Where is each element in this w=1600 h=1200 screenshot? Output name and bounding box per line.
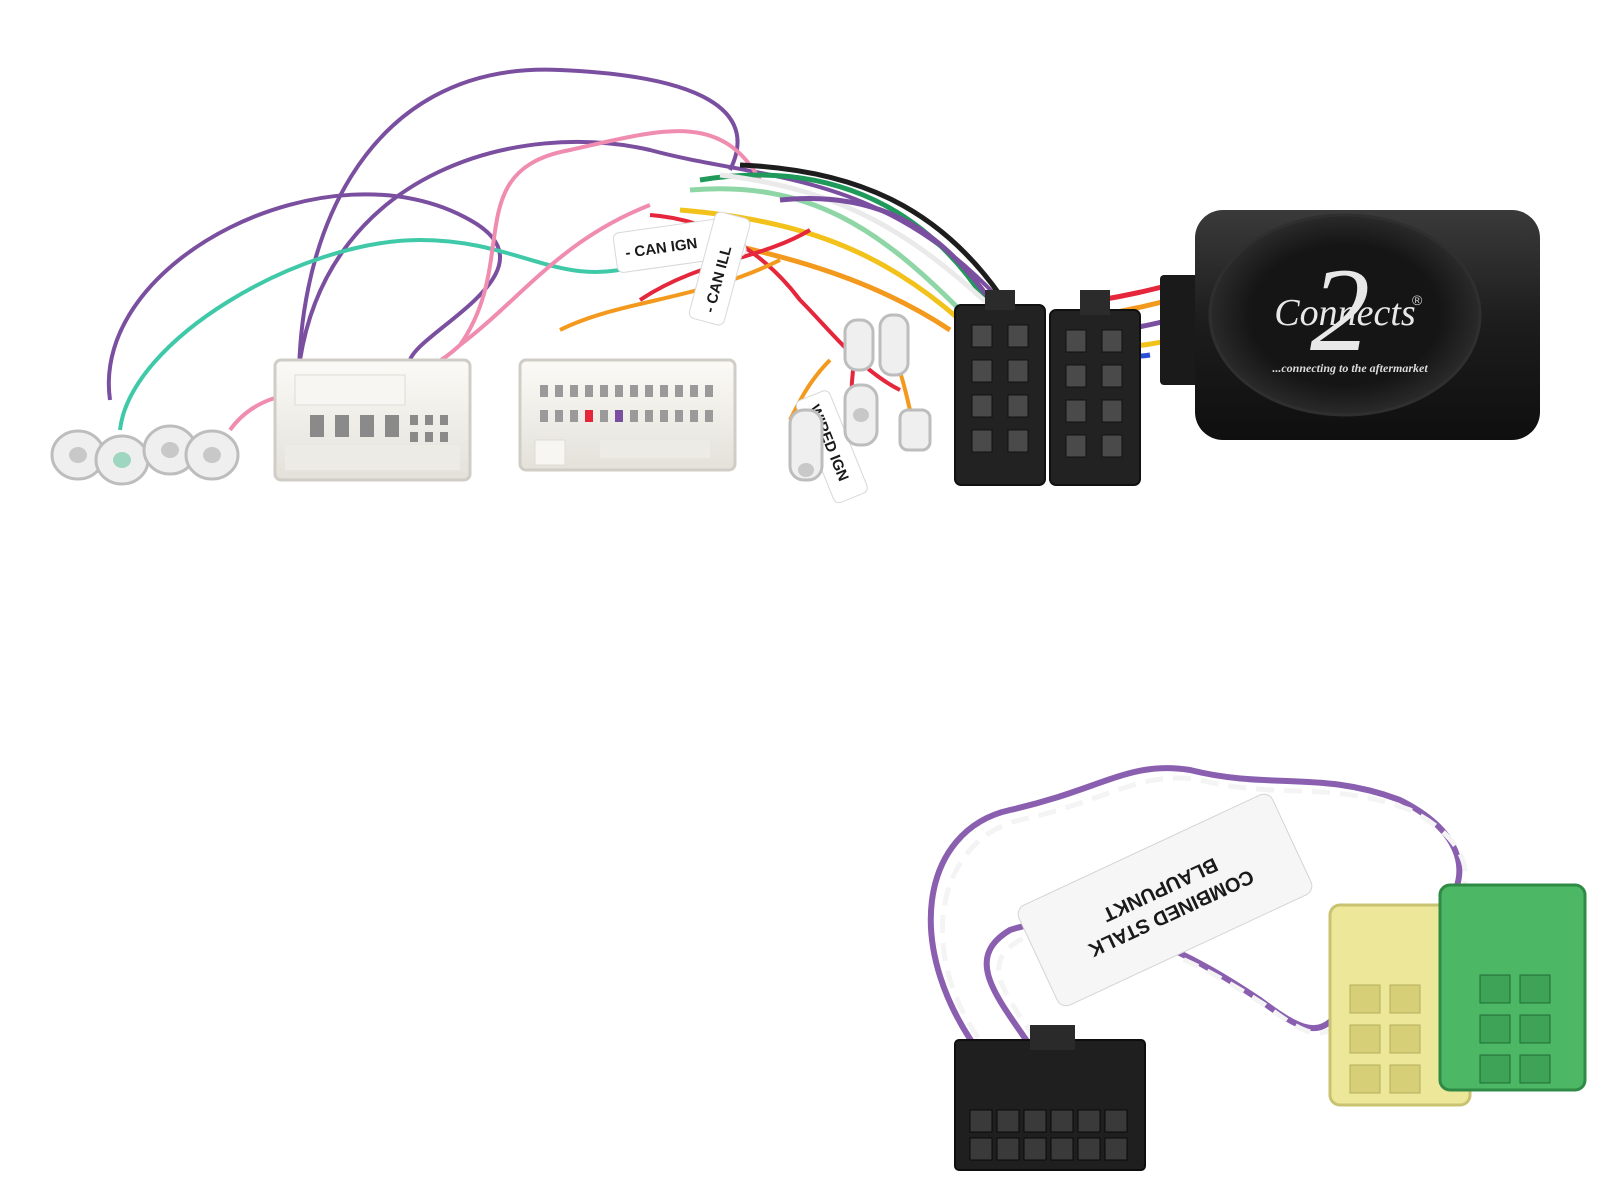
bullet-terminals-middle (788, 313, 932, 482)
bullet-terminal (788, 408, 824, 482)
vehicle-connector-large (518, 358, 737, 472)
bullet-terminal (94, 434, 150, 486)
bullet-terminal (843, 318, 875, 372)
purple-wire-left (106, 192, 503, 401)
module-tagline: ...connecting to the aftermarket (1272, 361, 1428, 375)
bullet-terminal (843, 383, 879, 447)
module-registered-mark: ® (1412, 292, 1423, 308)
bullet-terminal (898, 408, 932, 452)
bullet-terminals-left (50, 424, 240, 486)
iso-connector-speaker (1049, 290, 1141, 486)
interface-module-icon: 2 Connects ® ...connecting to the afterm… (1160, 210, 1540, 440)
purple-wire-top (297, 67, 740, 411)
iso-connector-power (954, 290, 1046, 486)
molex-connector-icon (954, 1025, 1146, 1171)
module-logo-text: Connects (1274, 292, 1415, 334)
vehicle-connector-small (273, 358, 472, 482)
bullet-terminal (50, 429, 106, 481)
label-sleeve-stalk: COMBINED STALK BLAUPUNKT (1017, 793, 1313, 1007)
bullet-terminal (184, 429, 240, 481)
orange-wire-2 (559, 258, 781, 332)
patch-lead: COMBINED STALK BLAUPUNKT (927, 765, 1587, 1171)
black-wire (739, 162, 1003, 297)
purple-wire-bundle (779, 196, 993, 302)
mini-iso-yellow (1328, 903, 1472, 1107)
white-wire-patch (939, 775, 1469, 1062)
white-wire-patch-2 (996, 929, 1348, 1062)
mini-iso-green (1438, 883, 1587, 1092)
main-harness: - CAN IGN - CAN ILL WIRED IGN (50, 67, 1540, 504)
bullet-terminal (878, 313, 910, 377)
module-logo-numeral: 2 (1310, 243, 1370, 376)
white-wire (719, 172, 1002, 317)
green-white-wire (689, 186, 962, 312)
teal-wire (118, 237, 641, 431)
label-flag-can-ill: - CAN ILL (688, 211, 751, 326)
pink-wire-short (458, 203, 651, 347)
red-to-module (1099, 282, 1171, 303)
